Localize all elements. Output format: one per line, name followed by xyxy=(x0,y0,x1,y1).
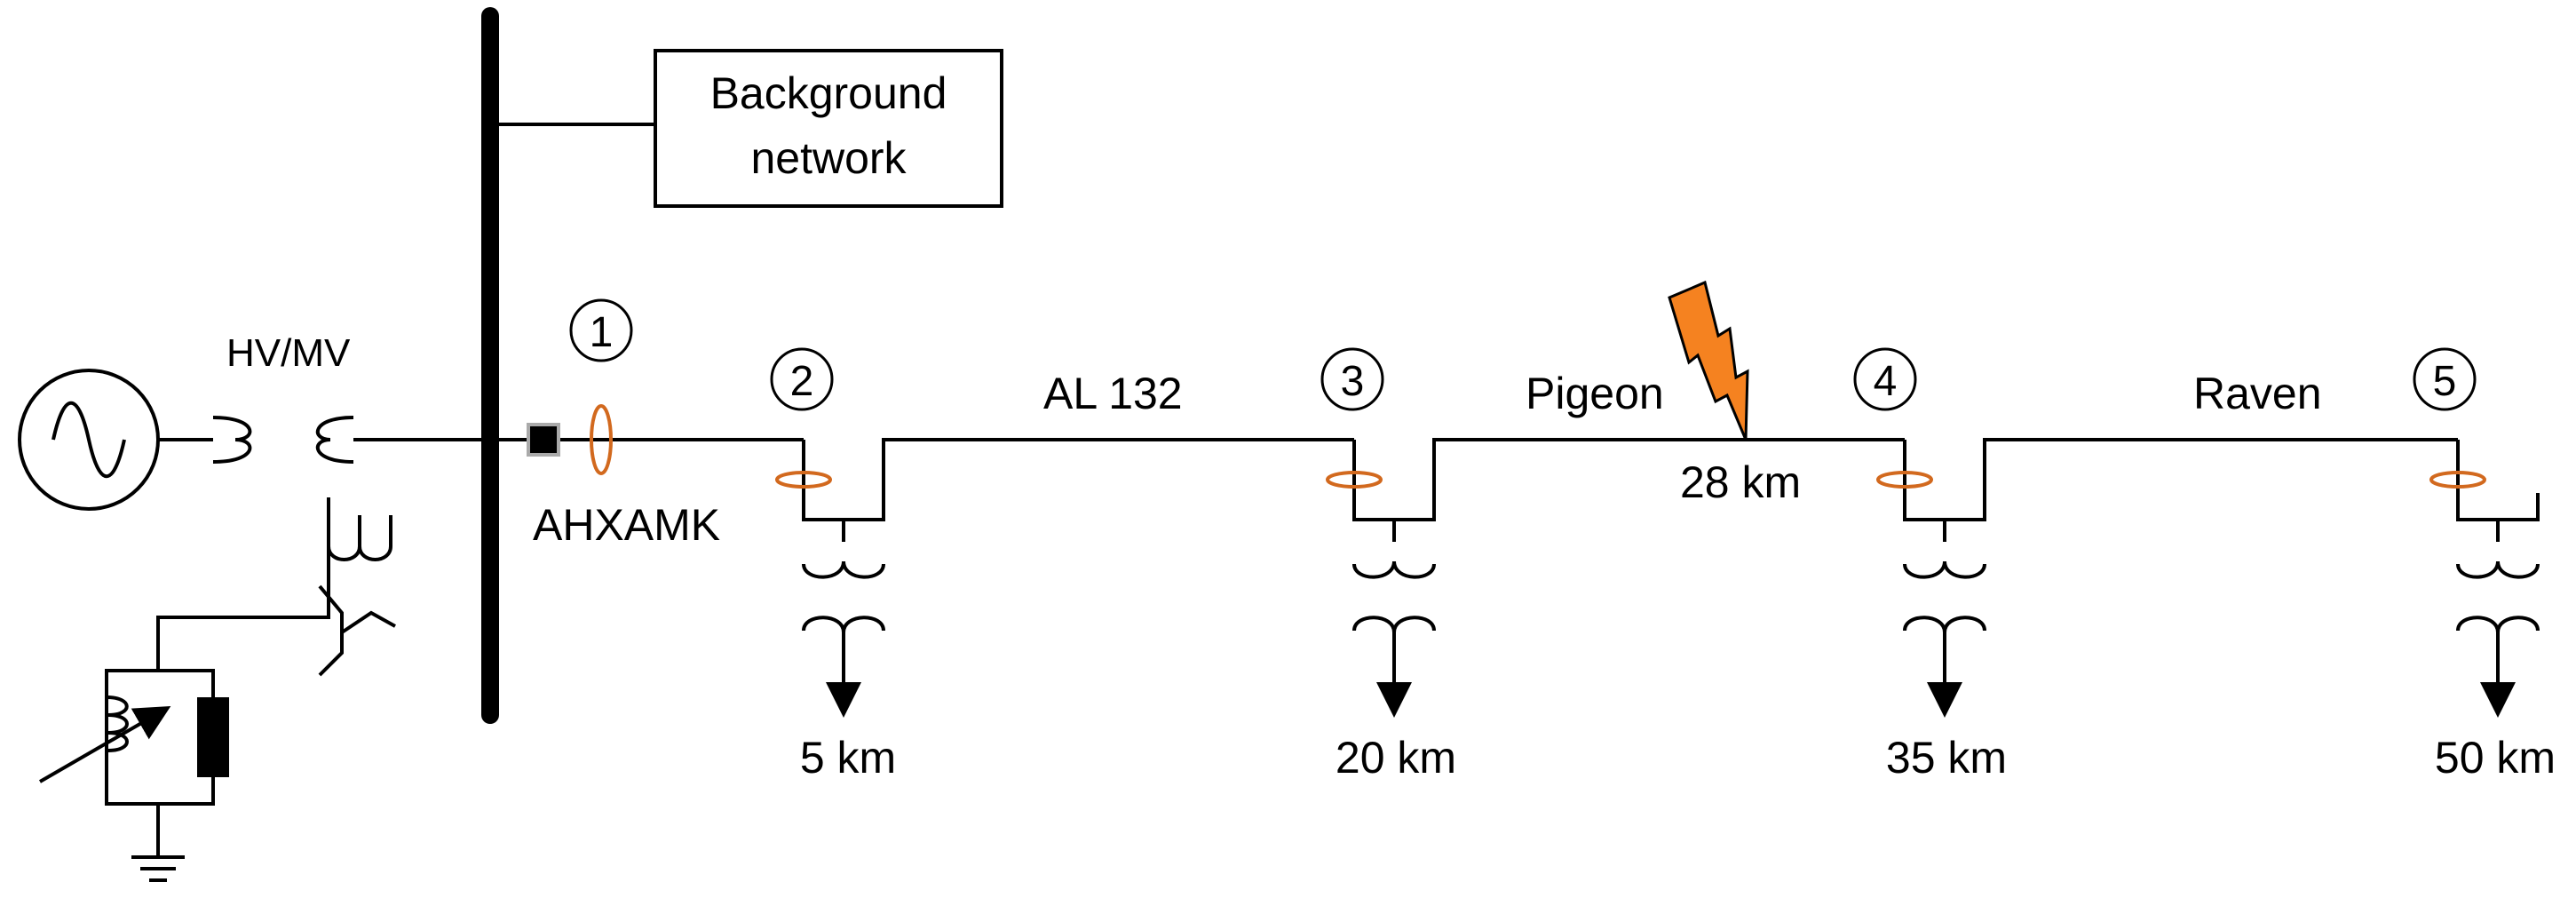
node-distance-4: 35 km xyxy=(1886,733,2007,783)
current-transformer-3 xyxy=(1326,471,1383,489)
background-network-label-line2: network xyxy=(750,133,907,183)
relay-current-transformer xyxy=(590,404,613,475)
load-transformer-2 xyxy=(802,520,885,718)
node-distance-3: 20 km xyxy=(1336,733,1456,783)
load-transformer-4 xyxy=(1903,520,1986,718)
segment-label-pigeon: Pigeon xyxy=(1526,369,1664,418)
node-marker-4: 4 xyxy=(1853,347,1917,411)
svg-text:2: 2 xyxy=(790,358,814,405)
segment-label-raven: Raven xyxy=(2193,369,2322,418)
current-transformer-2 xyxy=(775,471,832,489)
generator xyxy=(18,369,213,511)
load-transformer-3 xyxy=(1352,520,1436,718)
background-network xyxy=(490,49,1003,208)
fault-distance-label: 28 km xyxy=(1680,457,1801,507)
circuit-breaker xyxy=(527,423,560,457)
background-network-label-line1: Background xyxy=(710,68,947,118)
fault-icon xyxy=(1668,280,1749,441)
svg-text:5: 5 xyxy=(2433,358,2457,405)
load-transformer-5 xyxy=(2456,520,2540,718)
relay-label: AHXAMK xyxy=(533,500,720,550)
svg-text:4: 4 xyxy=(1874,358,1898,405)
node-marker-5: 5 xyxy=(2413,347,2477,411)
node-distance-5: 50 km xyxy=(2435,733,2556,783)
svg-text:3: 3 xyxy=(1341,358,1365,405)
neutral-grounding-circuit xyxy=(39,497,396,882)
hv-mv-transformer-symbol xyxy=(212,416,392,561)
current-transformer-5 xyxy=(2429,471,2486,489)
node-marker-2: 2 xyxy=(770,347,834,411)
node-marker-3: 3 xyxy=(1320,347,1384,411)
node-distance-2: 5 km xyxy=(800,733,896,783)
feeder-main-line xyxy=(802,438,2540,521)
node-marker-1: 1 xyxy=(569,298,633,362)
transformer-label: HV/MV xyxy=(226,331,351,375)
segment-label-al132: AL 132 xyxy=(1043,369,1183,418)
svg-text:1: 1 xyxy=(590,309,614,356)
current-transformer-4 xyxy=(1876,471,1933,489)
